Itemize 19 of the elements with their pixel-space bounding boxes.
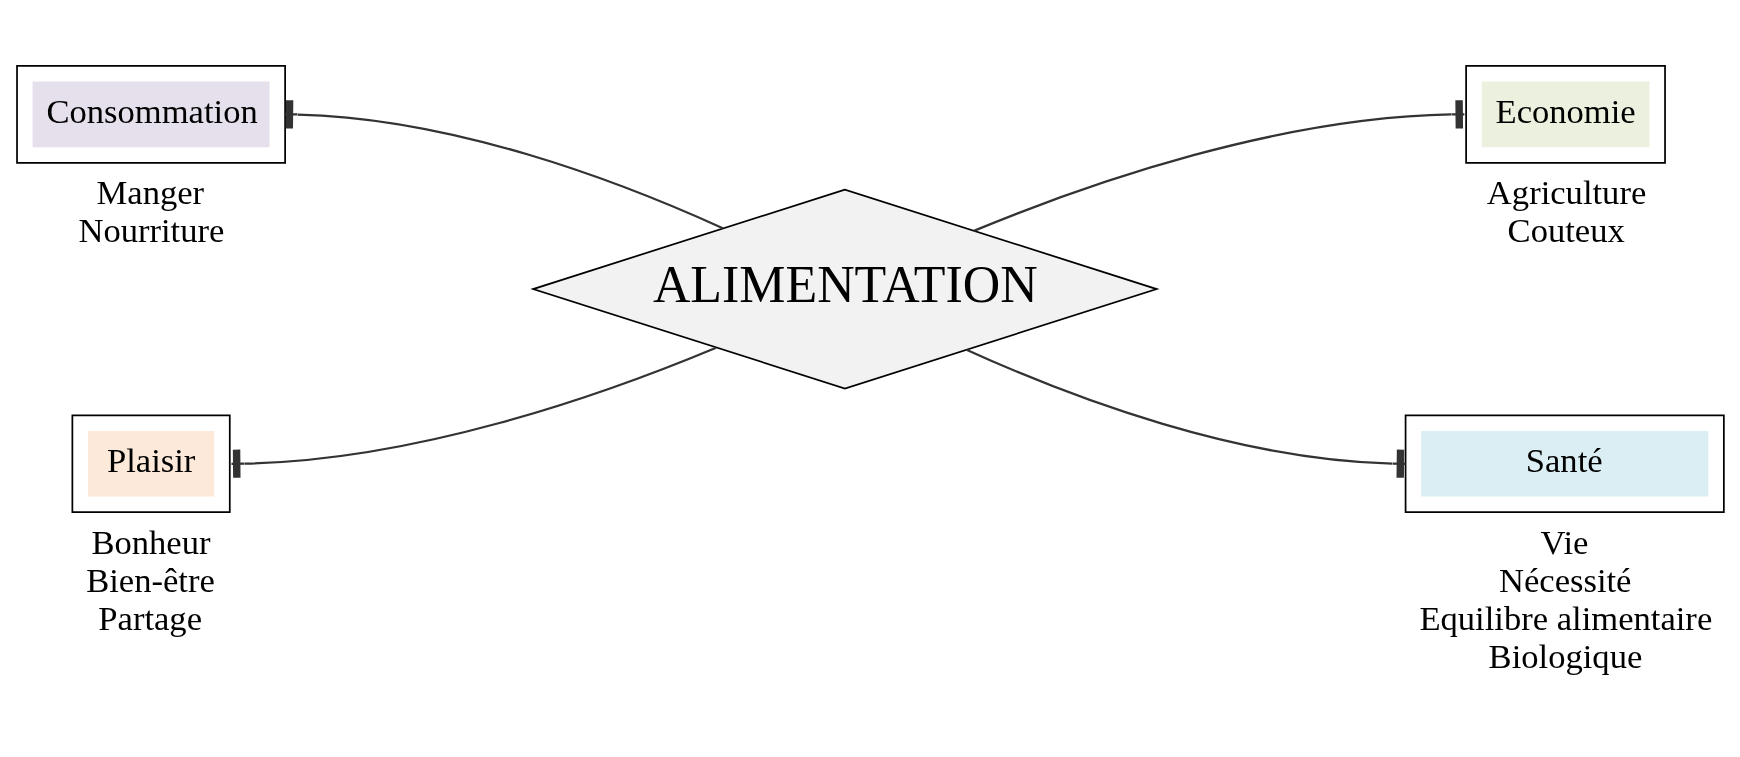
- node-label: Couteux: [1507, 210, 1625, 249]
- connector: [231, 346, 717, 478]
- node-label: Bonheur: [91, 522, 211, 561]
- connector: [966, 348, 1406, 478]
- node-label: Vie: [1540, 522, 1589, 561]
- node-label: Bien-être: [86, 560, 215, 599]
- node-box: Santé: [1404, 413, 1725, 513]
- node-label: Agriculture: [1486, 172, 1647, 211]
- node-box: Consommation: [16, 64, 286, 164]
- node-label: Equilibre alimentaire: [1419, 598, 1713, 637]
- node-label: Nourriture: [78, 210, 225, 249]
- connector: [974, 99, 1465, 232]
- node-label: Partage: [98, 598, 202, 637]
- node-diamond: ALIMENTATION: [530, 188, 1160, 389]
- node-label: Biologique: [1488, 636, 1643, 675]
- node-box: Economie: [1465, 64, 1666, 164]
- node-label: Nécessité: [1498, 560, 1632, 599]
- node-box: Plaisir: [71, 413, 231, 513]
- node-label: Manger: [96, 172, 205, 211]
